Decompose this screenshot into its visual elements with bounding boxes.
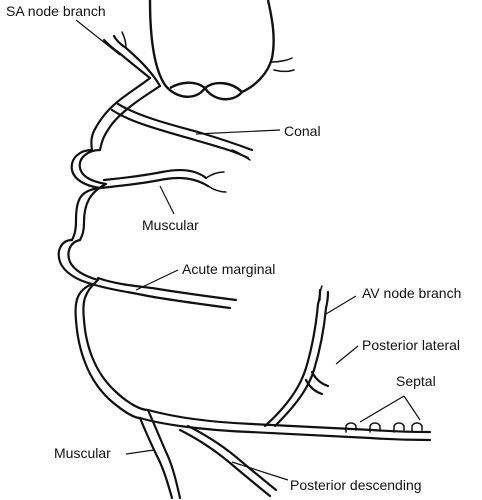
conal-vessel xyxy=(110,102,254,161)
label-sa-node-branch: SA node branch xyxy=(6,3,106,19)
posterior-descending-vessel xyxy=(178,424,278,498)
muscular-upper-vessel xyxy=(98,168,227,193)
posterior-lateral-vessel xyxy=(304,370,330,396)
label-posterior-descending: Posterior descending xyxy=(290,477,422,493)
label-septal: Septal xyxy=(396,373,436,389)
label-leaders xyxy=(75,19,421,481)
label-acute-marginal: Acute marginal xyxy=(182,261,275,277)
right-coronary-artery xyxy=(57,76,432,442)
label-conal: Conal xyxy=(284,123,321,139)
label-posterior-lateral: Posterior lateral xyxy=(362,337,460,353)
label-muscular-upper: Muscular xyxy=(142,217,199,233)
sa-node-branch-vessel xyxy=(102,31,162,88)
septal-vessels xyxy=(345,422,423,433)
acute-marginal-vessel xyxy=(90,276,238,310)
label-muscular-lower: Muscular xyxy=(54,445,111,461)
label-av-node-branch: AV node branch xyxy=(362,285,461,301)
av-node-branch-vessel xyxy=(263,285,330,428)
aortic-root xyxy=(148,0,295,101)
muscular-lower-vessel xyxy=(138,408,182,500)
